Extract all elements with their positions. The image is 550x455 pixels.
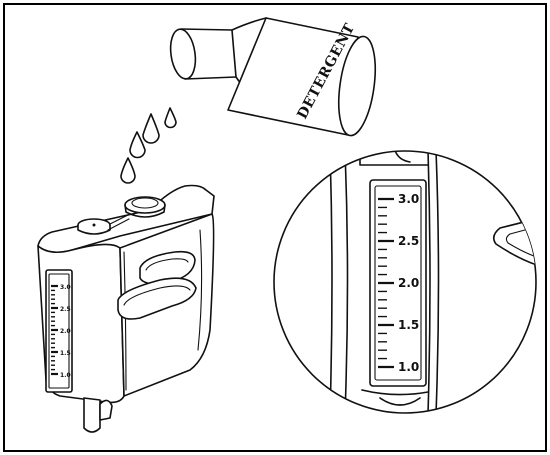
canister-scale-label-2-5: 2.5	[60, 306, 71, 313]
canister-scale-ticks	[51, 284, 58, 376]
magnified-scale-label-2-0: 2.0	[398, 276, 419, 290]
drop-2	[164, 107, 177, 129]
frame-border	[3, 3, 547, 452]
drop-1	[142, 113, 160, 144]
canister-scale-label-1-0: 1.0	[60, 372, 71, 379]
magnified-scale-icon: 3.0 2.5 2.0 1.5 1.0	[273, 150, 537, 414]
canister-scale-label-3-0: 3.0	[60, 284, 71, 291]
canister-icon: 3.0 2.5 2.0 1.5 1.0	[37, 184, 215, 433]
magnified-scale-ticks	[378, 197, 394, 369]
drop-4	[120, 157, 136, 184]
magnified-scale-window	[369, 179, 427, 387]
magnified-scale-label-2-5: 2.5	[398, 234, 419, 248]
drops-group	[120, 107, 177, 184]
drop-3	[129, 131, 146, 159]
magnified-scale-label-3-0: 3.0	[398, 192, 419, 206]
canister-scale-window	[45, 269, 73, 393]
magnified-scale-label-1-0: 1.0	[398, 360, 419, 374]
magnified-scale-label-1-5: 1.5	[398, 318, 419, 332]
canister-scale-label-1-5: 1.5	[60, 350, 71, 357]
detergent-bottle-icon: DETERGENT	[169, 17, 377, 137]
canister-scale-label-2-0: 2.0	[60, 328, 71, 335]
